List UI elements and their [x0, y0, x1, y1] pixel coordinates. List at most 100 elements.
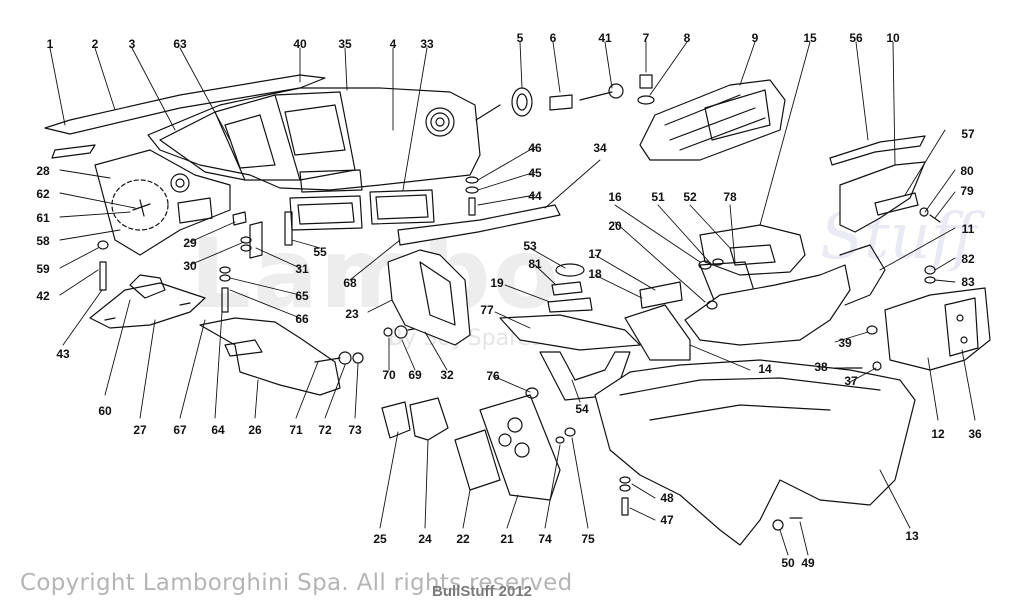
- callout-number: 38: [814, 360, 828, 374]
- console-knob-parts: [547, 263, 593, 313]
- callout-number: 9: [752, 31, 759, 45]
- callout-number: 7: [643, 31, 650, 45]
- callout-number: 13: [905, 529, 919, 543]
- main-tunnel-body: [594, 359, 916, 546]
- callout-number: 48: [660, 491, 674, 505]
- mounting-bolts: [314, 325, 431, 365]
- callout-number: 32: [440, 368, 454, 382]
- callout-number: 79: [960, 184, 974, 198]
- callout-number: 71: [289, 423, 303, 437]
- callout-number: 42: [36, 289, 50, 303]
- callout-number: 6: [550, 31, 557, 45]
- leader-lines: [49, 41, 976, 556]
- callout-number: 73: [348, 423, 362, 437]
- callout-number: 8: [684, 31, 691, 45]
- callout-number: 4: [390, 37, 397, 51]
- callout-number: 12: [931, 427, 945, 441]
- callout-number: 60: [98, 404, 112, 418]
- callout-number: 23: [345, 307, 359, 321]
- callout-number: 76: [486, 369, 500, 383]
- callout-number: 39: [838, 336, 852, 350]
- callout-number: 83: [961, 275, 975, 289]
- callout-number: 21: [500, 532, 514, 546]
- callout-number: 69: [408, 368, 422, 382]
- callout-number: 50: [781, 556, 795, 570]
- callout-number: 49: [801, 556, 815, 570]
- callout-number: 37: [844, 374, 858, 388]
- bottom-right-hardware: [619, 476, 803, 531]
- callout-number: 51: [651, 190, 665, 204]
- callout-number: 81: [528, 257, 542, 271]
- console-switches: [639, 258, 724, 310]
- right-rear-panel: [844, 265, 991, 371]
- callout-number: 61: [36, 211, 50, 225]
- callout-number: 52: [683, 190, 697, 204]
- callout-number: 41: [598, 31, 612, 45]
- callout-number: 27: [133, 423, 147, 437]
- callout-number: 70: [382, 368, 396, 382]
- callout-number: 75: [581, 532, 595, 546]
- tunnel-side-panel: [387, 204, 561, 346]
- callout-number: 36: [968, 427, 982, 441]
- callout-number: 66: [295, 312, 309, 326]
- vent-fasteners: [465, 104, 501, 216]
- callout-number: 68: [343, 276, 357, 290]
- callout-number: 54: [575, 402, 589, 416]
- callout-number: 77: [480, 303, 494, 317]
- callout-number: 31: [295, 262, 309, 276]
- callout-number: 2: [92, 37, 99, 51]
- callout-number: 45: [528, 166, 542, 180]
- callout-number: 15: [803, 31, 817, 45]
- callout-number: 33: [420, 37, 434, 51]
- callout-number: 40: [293, 37, 307, 51]
- callout-number: 20: [608, 219, 622, 233]
- callout-number: 19: [490, 276, 504, 290]
- left-side-panel: [94, 149, 231, 256]
- callout-number: 56: [849, 31, 863, 45]
- callout-number: 26: [248, 423, 262, 437]
- callout-number: 3: [129, 37, 136, 51]
- callout-number: 43: [56, 347, 70, 361]
- callout-number: 44: [528, 189, 542, 203]
- windshield-trim-strip: [44, 74, 326, 159]
- callout-number: 63: [173, 37, 187, 51]
- callout-number: 67: [173, 423, 187, 437]
- callout-number: 35: [338, 37, 352, 51]
- callout-number: 74: [538, 532, 552, 546]
- callout-number: 55: [313, 245, 327, 259]
- callout-number: 65: [295, 289, 309, 303]
- callout-number: 29: [183, 236, 197, 250]
- tunnel-floor-plate: [499, 314, 641, 351]
- callout-number: 80: [960, 164, 974, 178]
- callout-number: 16: [608, 190, 622, 204]
- callout-number: 47: [660, 513, 674, 527]
- bullstuff-overlay: BullStuff 2012: [432, 583, 533, 600]
- callout-number: 5: [517, 31, 524, 45]
- callout-number: 22: [456, 532, 470, 546]
- callout-number: 14: [758, 362, 772, 376]
- callout-number: 24: [418, 532, 432, 546]
- callout-number: 28: [36, 164, 50, 178]
- callout-number: 78: [723, 190, 737, 204]
- dash-fasteners: [97, 211, 293, 291]
- right-upper-panel: [839, 161, 941, 233]
- left-lower-bracket: [89, 274, 206, 329]
- callout-number: 17: [588, 247, 602, 261]
- callout-number: 53: [523, 239, 537, 253]
- callout-number: 46: [528, 141, 542, 155]
- callout-number: 11: [962, 222, 975, 236]
- callout-number: 82: [961, 252, 975, 266]
- callout-number: 58: [36, 234, 50, 248]
- center-console: [624, 244, 886, 361]
- callout-number: 57: [961, 127, 975, 141]
- callout-number: 64: [211, 423, 225, 437]
- callout-number: 34: [593, 141, 607, 155]
- callout-number: 59: [36, 262, 50, 276]
- callout-number: 62: [36, 187, 50, 201]
- callout-number: 25: [373, 532, 387, 546]
- callout-number: 30: [183, 259, 197, 273]
- top-hardware: [511, 74, 655, 117]
- callout-number: 10: [886, 31, 900, 45]
